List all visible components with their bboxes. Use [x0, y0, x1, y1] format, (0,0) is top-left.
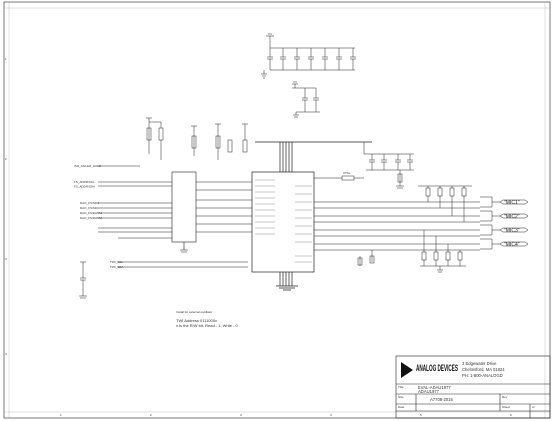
row-marker: 3 — [5, 257, 7, 261]
note-small: Install for external oscillator — [176, 310, 212, 314]
board-value: A7708-2015 — [430, 397, 453, 402]
main-ic-pin-ticks — [255, 179, 312, 263]
border-markers: 1 2 3 4 1 2 3 4 5 6 — [5, 57, 512, 417]
signal-label: FS_ADDR/SDA — [74, 185, 95, 189]
col-marker: 4 — [330, 413, 332, 417]
mic-label-4: "MIC4" — [504, 242, 520, 248]
date-label: Date — [398, 405, 405, 409]
mic-label-1: "MIC1" — [504, 200, 520, 206]
twi-label: TWI_SCL — [110, 260, 123, 264]
regulator-caps — [292, 81, 320, 118]
address-line-3: PH: 1-800-ANALOGD — [462, 373, 503, 378]
bottom-left-cap — [79, 261, 87, 299]
notes: Install for external oscillator TWI Addr… — [176, 310, 238, 328]
company-name: ANALOG DEVICES — [416, 363, 458, 373]
address-line-1: 3 Edgewater Drive — [462, 361, 497, 366]
part-value: ADAU1977 — [418, 389, 440, 394]
signal-label: DAO_FS/SDI — [80, 206, 98, 210]
title-label: Title — [398, 385, 404, 389]
signal-label: DAO_FS/SDO — [80, 201, 100, 205]
signal-label: FS_ADDR/SCL — [74, 180, 95, 184]
title-block — [395, 355, 551, 419]
note-twi-address: TWI Address 0111000x — [176, 318, 217, 323]
col-marker: 2 — [150, 413, 152, 417]
left-pullup-resistors — [146, 117, 248, 160]
right-caps — [363, 142, 414, 189]
signal-label: DAO_FS/DATA2 — [80, 216, 102, 220]
left-signal-nets — [98, 165, 248, 268]
buffer-ic — [171, 171, 252, 253]
note-rw-bit: x is the R/W bit. Read - 1, Write - 0 — [176, 323, 238, 328]
sheet-border — [3, 1, 551, 419]
row-marker: 2 — [5, 157, 7, 161]
mic-connectors — [480, 196, 529, 250]
title-block-text: 3 Edgewater Drive Chelmsford, MA 01824 P… — [398, 361, 535, 409]
decoupling-cap-bank — [261, 33, 356, 79]
left-signal-labels: ISO_FAILED_HOLD FS_ADDR/SCL FS_ADDR/SDA … — [74, 164, 123, 269]
col-marker: 3 — [240, 413, 242, 417]
mic-labels: "MIC1" "MIC2" "MIC3" "MIC4" — [504, 200, 520, 248]
rev-label: Rev — [502, 395, 508, 399]
analog-devices-logo — [401, 362, 413, 378]
crystal — [314, 175, 364, 181]
mic-channel-network — [314, 185, 480, 273]
mic-label-3: "MIC3" — [504, 228, 520, 234]
row-marker: 1 — [5, 57, 7, 61]
sheet-label: Sheet — [502, 405, 510, 409]
row-marker: 4 — [5, 352, 7, 356]
col-marker: 6 — [510, 413, 512, 417]
mic-label-2: "MIC2" — [504, 214, 520, 220]
signal-label: ISO_FAILED_HOLD — [74, 164, 102, 168]
address-line-2: Chelmsford, MA 01824 — [462, 367, 505, 372]
twi-label: TWI_SDA — [110, 265, 123, 269]
col-marker: 5 — [420, 413, 422, 417]
sheet-of-label: of — [532, 405, 535, 409]
title-value: EVAL-ADAU1977 — [418, 385, 451, 390]
size-label: Size — [398, 395, 404, 399]
col-marker: 1 — [60, 413, 62, 417]
signal-label: DAO_FS/DATA1 — [80, 211, 102, 215]
crystal-label: XTAL — [343, 171, 351, 175]
